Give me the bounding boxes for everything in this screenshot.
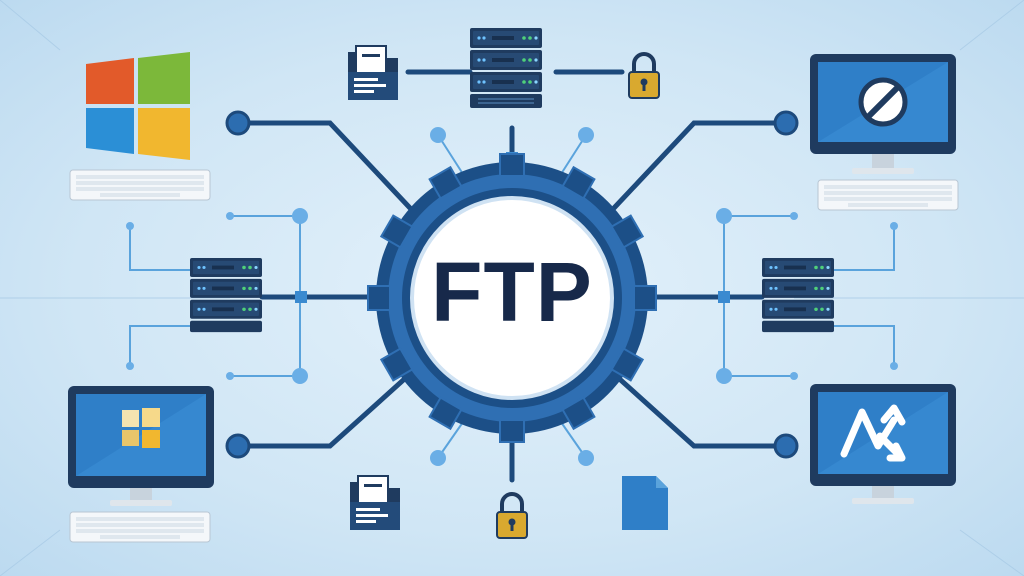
server-rack-icon xyxy=(470,28,542,108)
light-node xyxy=(890,222,898,230)
monitor-icon xyxy=(68,386,214,506)
light-connector-lines xyxy=(129,134,895,459)
document-icon xyxy=(622,476,668,530)
light-node xyxy=(126,222,134,230)
monitor-icon xyxy=(810,54,956,174)
blocked-icon xyxy=(858,77,908,127)
light-node xyxy=(226,212,234,220)
file-folder-icon xyxy=(347,45,399,101)
light-node xyxy=(578,450,594,466)
windows-logo-icon xyxy=(122,408,160,448)
ftp-hub xyxy=(367,153,657,443)
node xyxy=(773,110,799,136)
light-node xyxy=(790,212,798,220)
light-node xyxy=(226,372,234,380)
server-rack-icon xyxy=(190,258,262,333)
light-node xyxy=(292,368,308,384)
ftp-label: FTP xyxy=(431,245,593,339)
light-node xyxy=(890,362,898,370)
light-node xyxy=(578,127,594,143)
light-node xyxy=(430,450,446,466)
light-node xyxy=(430,127,446,143)
padlock-icon xyxy=(627,52,661,100)
light-node xyxy=(716,368,732,384)
node xyxy=(225,433,251,459)
light-node xyxy=(790,372,798,380)
server-rack-icon xyxy=(762,258,834,333)
windows-logo-icon xyxy=(86,52,190,160)
arrows-graph-icon xyxy=(840,404,906,462)
node xyxy=(225,110,251,136)
junction xyxy=(295,291,307,303)
light-node xyxy=(716,208,732,224)
light-node xyxy=(292,208,308,224)
monitor-icon xyxy=(810,384,956,504)
file-folder-icon xyxy=(349,475,401,531)
keyboard-icon xyxy=(69,511,211,543)
keyboard-icon xyxy=(69,169,211,201)
light-node xyxy=(126,362,134,370)
keyboard-icon xyxy=(817,179,959,211)
node xyxy=(773,433,799,459)
junction xyxy=(718,291,730,303)
padlock-icon xyxy=(495,492,529,540)
